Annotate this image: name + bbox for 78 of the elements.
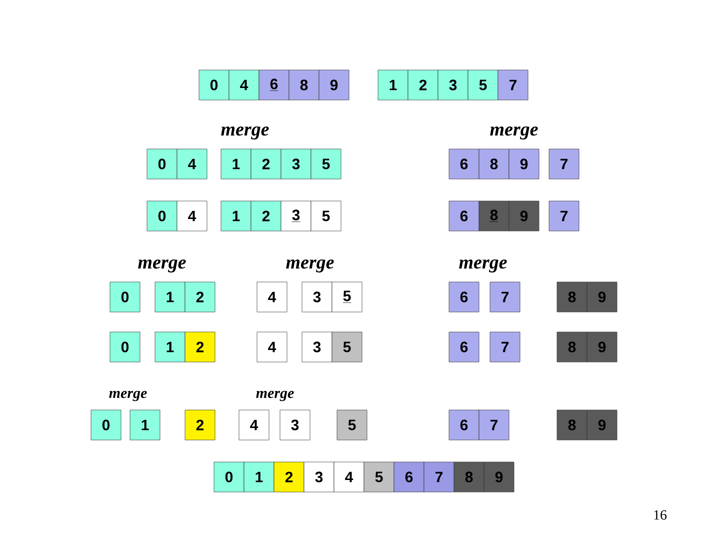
number-cell: 6 — [448, 332, 480, 362]
number-cell: 6 — [258, 70, 290, 100]
number-cell: 6 — [448, 410, 480, 440]
merge-label: merge — [109, 390, 147, 402]
number-cell: 3 — [438, 70, 468, 100]
number-cell: 4 — [256, 282, 288, 312]
number-cell: 6 — [448, 282, 480, 312]
number-cell: 0 — [90, 410, 122, 440]
number-cell: 0 — [110, 282, 140, 312]
number-cell: 3 — [280, 148, 312, 180]
merge-label: merge — [138, 260, 186, 272]
number-cell: 7 — [490, 282, 520, 312]
number-cell: 7 — [548, 200, 580, 232]
number-cell: 6 — [448, 200, 480, 232]
number-cell: 5 — [332, 332, 362, 362]
number-cell: 4 — [176, 200, 208, 232]
number-cell: 7 — [548, 148, 580, 180]
number-cell: 2 — [184, 282, 216, 312]
number-cell: 8 — [454, 462, 484, 492]
number-cell: 9 — [508, 200, 540, 232]
number-cell: 8 — [556, 332, 588, 362]
number-cell: 6 — [394, 462, 424, 492]
number-cell: 7 — [424, 462, 454, 492]
number-cell: 3 — [302, 282, 332, 312]
number-cell: 8 — [288, 70, 320, 100]
number-cell: 0 — [198, 70, 230, 100]
number-cell: 9 — [484, 462, 514, 492]
number-cell: 1 — [220, 200, 252, 232]
number-cell: 4 — [238, 410, 270, 440]
number-cell: 2 — [408, 70, 438, 100]
number-cell: 5 — [364, 462, 394, 492]
number-cell: 1 — [378, 70, 408, 100]
number-cell: 9 — [318, 70, 350, 100]
number-cell: 1 — [130, 410, 160, 440]
merge-label: merge — [286, 260, 334, 272]
number-cell: 4 — [228, 70, 260, 100]
number-cell: 5 — [310, 148, 342, 180]
number-cell: 3 — [302, 332, 332, 362]
number-cell: 0 — [214, 462, 244, 492]
number-cell: 2 — [250, 148, 282, 180]
number-cell: 0 — [146, 200, 178, 232]
number-cell: 9 — [586, 282, 618, 312]
merge-label: merge — [490, 126, 538, 140]
number-cell: 5 — [310, 200, 342, 232]
number-cell: 9 — [586, 332, 618, 362]
number-cell: 8 — [478, 148, 510, 180]
number-cell: 4 — [176, 148, 208, 180]
number-cell: 7 — [498, 70, 528, 100]
number-cell: 6 — [448, 148, 480, 180]
number-cell: 7 — [478, 410, 510, 440]
number-cell: 1 — [154, 282, 186, 312]
number-cell: 0 — [110, 332, 140, 362]
number-cell: 8 — [556, 282, 588, 312]
merge-label: merge — [459, 260, 507, 272]
number-cell: 5 — [468, 70, 498, 100]
number-cell: 1 — [220, 148, 252, 180]
merge-label: merge — [256, 390, 294, 402]
number-cell: 3 — [304, 462, 334, 492]
number-cell: 8 — [556, 410, 588, 440]
number-cell: 2 — [274, 462, 304, 492]
number-cell: 1 — [244, 462, 274, 492]
number-cell: 1 — [154, 332, 186, 362]
number-cell: 3 — [280, 200, 312, 232]
number-cell: 3 — [280, 410, 310, 440]
number-cell: 2 — [250, 200, 282, 232]
number-cell: 4 — [256, 332, 288, 362]
number-cell: 8 — [478, 200, 510, 232]
number-cell: 4 — [334, 462, 364, 492]
number-cell: 5 — [332, 282, 362, 312]
number-cell: 2 — [184, 410, 216, 440]
merge-label: merge — [221, 126, 269, 140]
number-cell: 7 — [490, 332, 520, 362]
page-number: 16 — [654, 510, 667, 520]
number-cell: 9 — [586, 410, 618, 440]
number-cell: 9 — [508, 148, 540, 180]
number-cell: 5 — [336, 410, 368, 440]
number-cell: 2 — [184, 332, 216, 362]
number-cell: 0 — [146, 148, 178, 180]
